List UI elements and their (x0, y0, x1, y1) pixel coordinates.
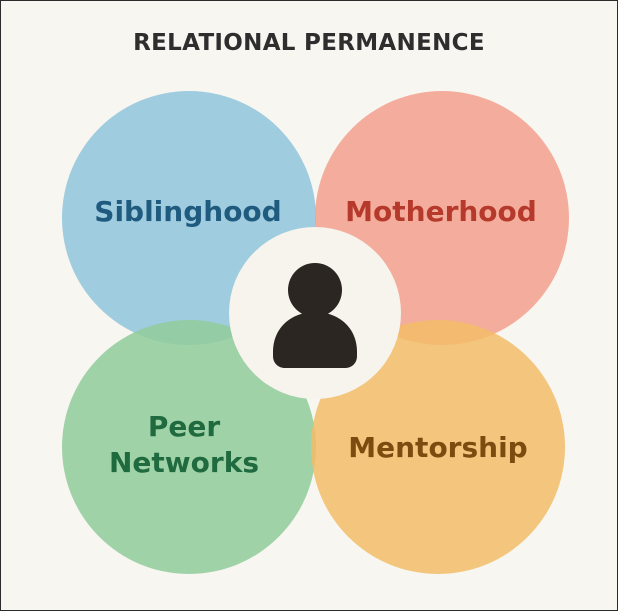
diagram-title: RELATIONAL PERMANENCE (133, 30, 485, 56)
person-head (288, 263, 342, 317)
circle-labels: Siblinghood Motherhood Peer Networks Men… (94, 195, 537, 479)
center-person-badge (229, 227, 401, 399)
label-mentorship: Mentorship (348, 431, 527, 464)
label-peer-networks-line1: Peer (148, 410, 221, 443)
circle-mentorship (311, 320, 565, 574)
circle-peer-networks (62, 320, 316, 574)
label-peer-networks-line2: Networks (109, 446, 259, 479)
person-body (273, 312, 357, 368)
person-icon (273, 263, 357, 368)
label-siblinghood: Siblinghood (94, 195, 281, 228)
label-motherhood: Motherhood (345, 195, 537, 228)
